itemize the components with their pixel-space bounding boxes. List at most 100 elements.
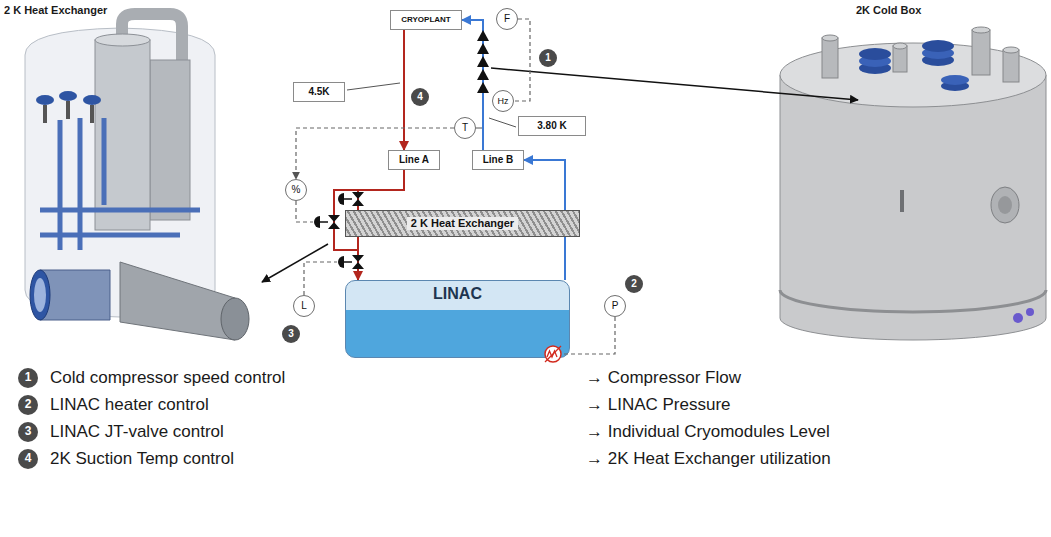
- node-text: T: [462, 122, 468, 134]
- legend-text: LINAC heater control: [50, 394, 209, 416]
- leader-line: [347, 83, 400, 90]
- callout-number: 2: [18, 395, 38, 415]
- node-text: 4: [417, 91, 423, 103]
- valve-symbol: [320, 221, 328, 223]
- cold-box-illustration: [972, 30, 990, 75]
- level-sensor: L: [293, 295, 315, 317]
- cold-compressor-symbol: [477, 30, 489, 93]
- callout-number: 1: [18, 368, 38, 388]
- temperature-sensor: T: [454, 117, 476, 139]
- valve-symbol: [328, 215, 340, 229]
- cold-box-illustration: [1003, 47, 1019, 53]
- heat-exchanger-illustration: [221, 298, 249, 340]
- callout-number: 1: [539, 49, 557, 67]
- cold-compressor-symbol: [477, 56, 489, 67]
- valve-symbol: [314, 216, 320, 228]
- valve-symbol: [352, 192, 364, 206]
- cold-box-illustration: [900, 190, 904, 212]
- cold-box-illustration: [822, 38, 838, 78]
- callout-number: 4: [411, 88, 429, 106]
- cold-box-illustration: [893, 46, 907, 72]
- node-text: CRYOPLANT: [401, 15, 450, 24]
- heat-exchanger-illustration: [25, 14, 249, 340]
- node-text: F: [504, 13, 510, 25]
- line-box: Line A: [388, 150, 440, 170]
- control-signal-line: [296, 128, 454, 179]
- pressure-sensor: P: [604, 295, 626, 317]
- process-line: [403, 30, 405, 150]
- node-text: 4.5K: [308, 86, 329, 98]
- valve-symbol: [338, 193, 344, 205]
- cold-box-illustration: [780, 290, 1046, 312]
- legend-result: → Compressor Flow: [586, 367, 741, 389]
- valve-symbol: [352, 255, 364, 269]
- node-text: 4: [25, 452, 32, 466]
- valve-symbol: [344, 198, 352, 200]
- node-text: 2: [631, 278, 637, 290]
- cold-compressor-symbol: [477, 43, 489, 54]
- temperature-tag: 3.80 K: [518, 116, 586, 136]
- cold-compressor-symbol: [477, 69, 489, 80]
- node-text: 3.80 K: [537, 120, 566, 132]
- heat-exchanger-illustration: [83, 95, 101, 105]
- node-text: L: [301, 300, 307, 312]
- control-signal-line: [514, 19, 530, 101]
- heat-exchanger-illustration: [95, 34, 150, 46]
- legend-text: LINAC JT-valve control: [50, 421, 224, 443]
- cold-box-illustration: [780, 27, 1046, 340]
- heat-exchanger-illustration: [59, 91, 77, 101]
- callout-number: 2: [625, 275, 643, 293]
- heat-exchanger-illustration: [120, 262, 235, 340]
- node-text: %: [292, 184, 301, 196]
- node-text: Line B: [483, 154, 514, 166]
- heater-symbol: [545, 346, 561, 362]
- process-line: [524, 160, 565, 210]
- temperature-tag: 4.5K: [293, 82, 345, 102]
- heater-symbol: [545, 346, 561, 362]
- node-text: 3: [25, 425, 32, 439]
- leader-line: [347, 83, 516, 128]
- heat-exchanger-illustration: [30, 270, 50, 320]
- linac-vessel: LINAC: [345, 280, 570, 358]
- pointer-arrow: [491, 68, 858, 100]
- node-text: 1: [25, 371, 32, 385]
- figure-title: 2K Cold Box: [856, 3, 921, 17]
- node-text: Hz: [498, 96, 509, 106]
- legend-result: → 2K Heat Exchanger utilization: [586, 448, 831, 470]
- node-text: LINAC: [433, 285, 482, 303]
- cold-box-illustration: [991, 187, 1019, 223]
- heat-exchanger-illustration: [40, 118, 200, 250]
- cold-box-illustration: [998, 196, 1012, 214]
- node-text: 3: [288, 328, 294, 340]
- heat-exchanger-illustration: [66, 101, 70, 119]
- control-signal-line: [304, 262, 337, 295]
- flow-sensor: F: [496, 8, 518, 30]
- node-text: P: [612, 300, 619, 312]
- leader-line: [489, 118, 516, 127]
- valve-symbol: [338, 256, 344, 268]
- cold-compressor-symbol: [477, 30, 489, 41]
- cold-box-illustration: [822, 35, 838, 41]
- legend-text: Cold compressor speed control: [50, 367, 285, 389]
- pointer-arrow: [262, 68, 858, 282]
- figure-title: 2 K Heat Exchanger: [4, 3, 107, 17]
- connector-layer: [296, 19, 565, 280]
- control-signal-line: [296, 201, 313, 222]
- heat-exchanger-illustration: [90, 105, 94, 123]
- cold-box-illustration: [893, 43, 907, 49]
- node-text: 1: [545, 52, 551, 64]
- legend-text: 2K Suction Temp control: [50, 448, 234, 470]
- cold-box-illustration: [1026, 308, 1034, 316]
- plant-box: CRYOPLANT: [390, 10, 462, 30]
- node-text: 2: [25, 398, 32, 412]
- cold-box-illustration: [780, 75, 1046, 340]
- node-text: Line A: [399, 154, 429, 166]
- cold-box-illustration: [941, 75, 969, 85]
- heat-exchanger-illustration: [34, 278, 46, 312]
- callout-number: 3: [282, 325, 300, 343]
- cold-box-illustration: [922, 40, 954, 52]
- line-box: Line B: [472, 150, 524, 170]
- leader-line: [476, 128, 483, 129]
- valve-controller: %: [285, 179, 307, 201]
- heat-exchanger-illustration: [36, 95, 54, 105]
